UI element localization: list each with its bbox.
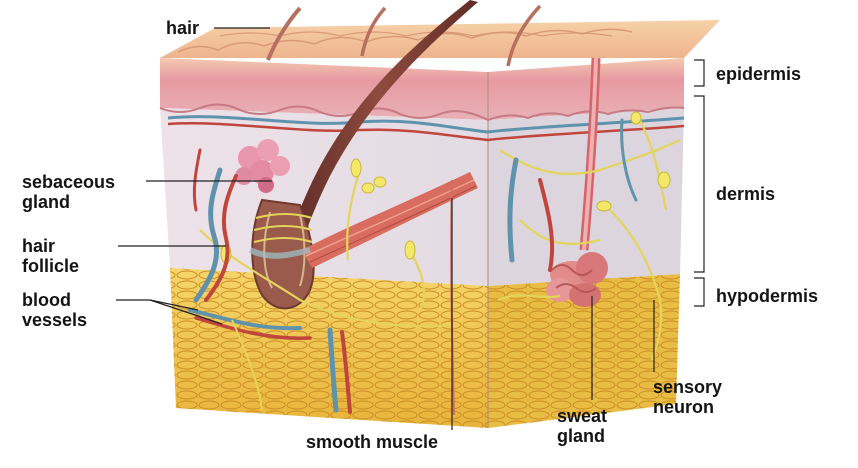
layer-brackets bbox=[694, 60, 704, 306]
label-epidermis: epidermis bbox=[716, 64, 801, 84]
label-hair-follicle: hair follicle bbox=[22, 236, 79, 276]
label-hair: hair bbox=[166, 18, 199, 38]
label-blood-vessels: blood vessels bbox=[22, 290, 87, 330]
label-sweat-gland: sweat gland bbox=[557, 406, 607, 446]
label-sebaceous-gland: sebaceous gland bbox=[22, 172, 115, 212]
label-smooth-muscle: smooth muscle bbox=[306, 432, 438, 452]
label-dermis: dermis bbox=[716, 184, 775, 204]
label-sensory-neuron: sensory neuron bbox=[653, 377, 722, 417]
label-hypodermis: hypodermis bbox=[716, 286, 818, 306]
